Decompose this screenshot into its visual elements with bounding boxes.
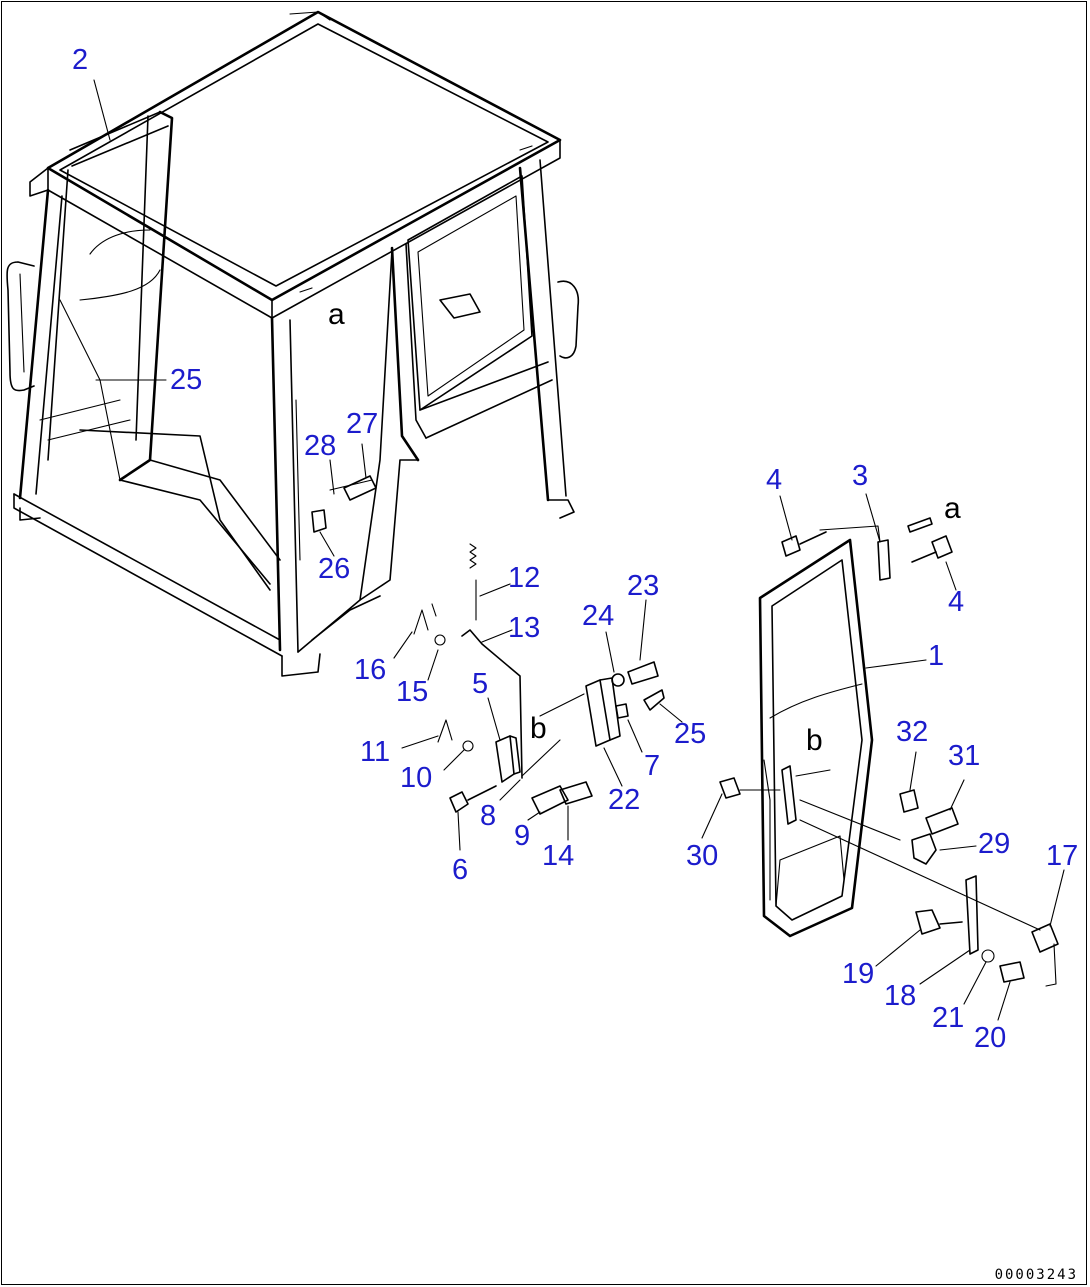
callout-31: 31: [948, 740, 981, 772]
callout-25-latch: 25: [674, 718, 707, 750]
callout-20: 20: [974, 1022, 1007, 1054]
callout-9: 9: [514, 820, 531, 852]
ref-letter-b-door: b: [806, 724, 823, 757]
callout-23: 23: [627, 570, 660, 602]
callout-27: 27: [346, 408, 379, 440]
callout-24: 24: [582, 600, 615, 632]
callout-8: 8: [480, 800, 497, 832]
callout-16: 16: [354, 654, 387, 686]
callout-18: 18: [884, 980, 917, 1012]
callout-28: 28: [304, 430, 337, 462]
callout-3: 3: [852, 460, 869, 492]
callout-14: 14: [542, 840, 575, 872]
callout-2: 2: [72, 44, 89, 76]
callout-4-left: 4: [766, 464, 783, 496]
drawing-code: 00003243: [994, 1267, 1078, 1283]
callout-12: 12: [508, 562, 541, 594]
callout-1: 1: [928, 640, 945, 672]
callout-19: 19: [842, 958, 875, 990]
callout-21: 21: [932, 1002, 965, 1034]
callout-22: 22: [608, 784, 641, 816]
callout-17: 17: [1046, 840, 1079, 872]
callout-25-cab: 25: [170, 364, 203, 396]
callout-30: 30: [686, 840, 719, 872]
callout-29: 29: [978, 828, 1011, 860]
ref-letter-b-latch: b: [530, 712, 547, 745]
callout-15: 15: [396, 676, 429, 708]
callout-10: 10: [400, 762, 433, 794]
cab-frame: [6, 110, 580, 677]
callout-26: 26: [318, 553, 351, 585]
latch-assembly: [311, 475, 665, 815]
callout-5: 5: [472, 668, 489, 700]
callout-13: 13: [508, 612, 541, 644]
ref-letter-a-door: a: [944, 492, 961, 525]
callout-11: 11: [360, 736, 391, 768]
callout-7: 7: [644, 750, 661, 782]
ref-letter-a-cab: a: [328, 298, 345, 331]
door: [719, 517, 1059, 987]
callout-4-right: 4: [948, 586, 965, 618]
cab-roof: [29, 10, 562, 319]
callout-32: 32: [896, 716, 929, 748]
callout-6: 6: [452, 854, 469, 886]
leader-lines: [93, 79, 1065, 1021]
